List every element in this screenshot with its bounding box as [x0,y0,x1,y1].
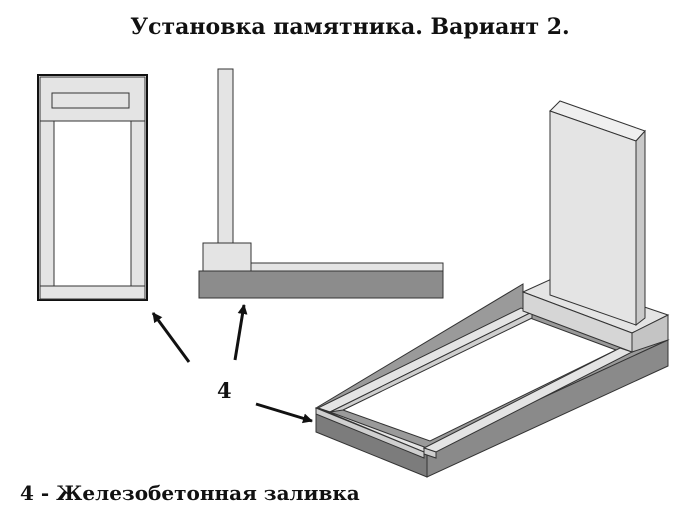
iso-curb-right-side [423,447,437,459]
arrow-to-side-view [233,304,248,361]
callout-label: 4 [217,378,232,403]
iso-base-side [631,314,669,353]
iso-stele-front [549,110,637,326]
iso-concrete-side [426,339,669,478]
side-stele-base [202,242,252,272]
plan-curb-bottom [39,285,146,300]
plan-stele [51,92,130,109]
plan-curb-right [130,120,146,287]
side-concrete-pour [198,270,444,299]
iso-curb-front-side [315,407,425,459]
arrow-to-isometric-view [255,402,313,424]
plan-curb-left [39,120,55,287]
arrow-to-plan-view [151,312,191,363]
side-view [198,68,444,299]
isometric-view [314,100,670,478]
legend-text: 4 - Железобетонная заливка [20,481,360,505]
iso-stele-side [635,129,646,327]
page-title: Установка памятника. Вариант 2. [130,14,570,40]
plan-view [37,74,148,301]
iso-curb-left-side [329,311,533,413]
side-curb [250,262,444,272]
side-stele [217,68,234,244]
